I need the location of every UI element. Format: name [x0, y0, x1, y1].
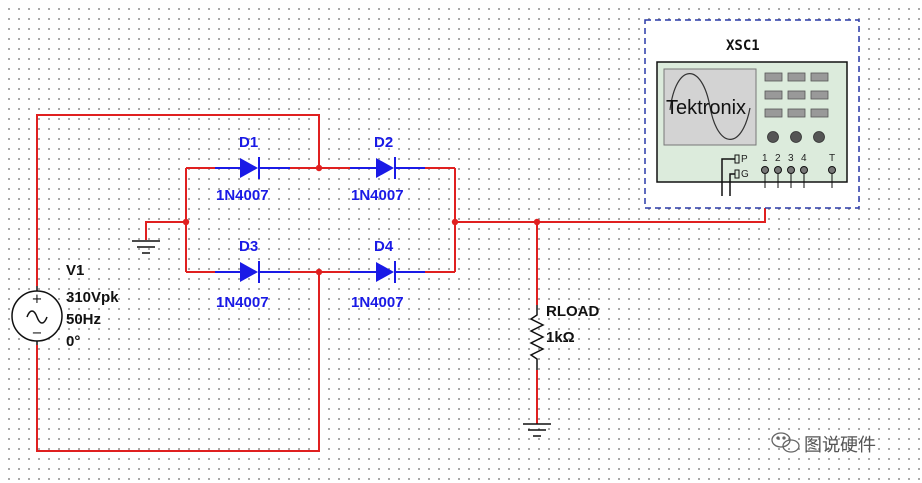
junctions — [182, 164, 541, 276]
scope-terminal-1-label: 1 — [762, 153, 768, 164]
scope-terminal-g-label: G — [741, 169, 749, 180]
diode-model-label: 1N4007 — [351, 294, 404, 311]
minus-sign: − — [32, 326, 43, 341]
scope-button[interactable] — [764, 108, 783, 118]
resistor-rload[interactable]: RLOAD 1kΩ — [529, 303, 599, 370]
diode-d2[interactable]: D2 1N4007 — [350, 134, 425, 204]
source-ref-label: V1 — [66, 262, 84, 279]
scope-knob[interactable] — [790, 131, 802, 143]
diode-d4[interactable]: D4 1N4007 — [350, 238, 425, 311]
scope-button[interactable] — [787, 108, 806, 118]
ac-source-v1[interactable]: + − V1 310Vpk 50Hz 0° — [11, 262, 119, 350]
wires — [36, 114, 766, 452]
scope-terminal-p-label: P — [741, 154, 748, 165]
scope-brand-label: Tektronix — [666, 97, 746, 119]
scope-ref-label: XSC1 — [726, 38, 760, 54]
ground-icon — [132, 240, 160, 254]
junction-dot — [182, 218, 190, 226]
scope-ground-lead — [729, 173, 735, 196]
scope-terminal-3-label: 3 — [788, 153, 794, 164]
scope-terminal-4-label: 4 — [801, 153, 807, 164]
junction-dot — [315, 164, 323, 172]
scope-button[interactable] — [764, 90, 783, 100]
ground-icon — [523, 422, 551, 437]
diode-model-label: 1N4007 — [216, 294, 269, 311]
scope-input-2[interactable] — [774, 166, 782, 174]
sine-wave-icon — [26, 310, 48, 324]
scope-button[interactable] — [810, 72, 829, 82]
junction-dot — [315, 268, 323, 276]
scope-probe-lead — [721, 158, 735, 196]
diode-ref-label: D2 — [374, 134, 393, 151]
source-amplitude-label: 310Vpk — [66, 289, 119, 306]
diode-d1[interactable]: D1 1N4007 — [215, 134, 290, 204]
scope-knob[interactable] — [813, 131, 825, 143]
oscilloscope-xsc1[interactable]: XSC1 Tektronix P G 1 2 3 — [644, 19, 860, 209]
diode-model-label: 1N4007 — [351, 187, 404, 204]
resistor-value-label: 1kΩ — [546, 329, 575, 346]
wire-source-top — [36, 114, 320, 286]
scope-terminal-t-label: T — [829, 153, 835, 164]
source-frequency-label: 50Hz — [66, 311, 101, 328]
junction-dot — [451, 218, 459, 226]
diode-ref-label: D3 — [239, 238, 258, 255]
scope-button[interactable] — [787, 72, 806, 82]
diode-ref-label: D4 — [374, 238, 394, 255]
watermark: 图说硬件 — [771, 432, 876, 456]
scope-button[interactable] — [810, 108, 829, 118]
scope-knob[interactable] — [767, 131, 779, 143]
scope-input-4[interactable] — [800, 166, 808, 174]
diode-ref-label: D1 — [239, 134, 258, 151]
diode-model-label: 1N4007 — [216, 187, 269, 204]
plus-sign: + — [32, 292, 43, 307]
wechat-icon — [771, 432, 800, 453]
scope-buttons — [764, 72, 829, 118]
scope-button[interactable] — [764, 72, 783, 82]
scope-button[interactable] — [787, 90, 806, 100]
scope-input-3[interactable] — [787, 166, 795, 174]
scope-terminal-2-label: 2 — [775, 153, 781, 164]
junction-dot — [533, 218, 541, 226]
scope-knobs — [767, 131, 825, 143]
watermark-text: 图说硬件 — [804, 435, 876, 456]
source-phase-label: 0° — [66, 333, 80, 350]
scope-trace — [669, 73, 751, 140]
scope-button[interactable] — [810, 90, 829, 100]
wire-ground-left — [145, 221, 186, 240]
wire-source-bottom — [36, 272, 320, 452]
diode-d3[interactable]: D3 1N4007 — [215, 238, 290, 311]
scope-input-trigger[interactable] — [828, 166, 836, 174]
scope-input-1[interactable] — [761, 166, 769, 174]
resistor-ref-label: RLOAD — [546, 303, 599, 320]
